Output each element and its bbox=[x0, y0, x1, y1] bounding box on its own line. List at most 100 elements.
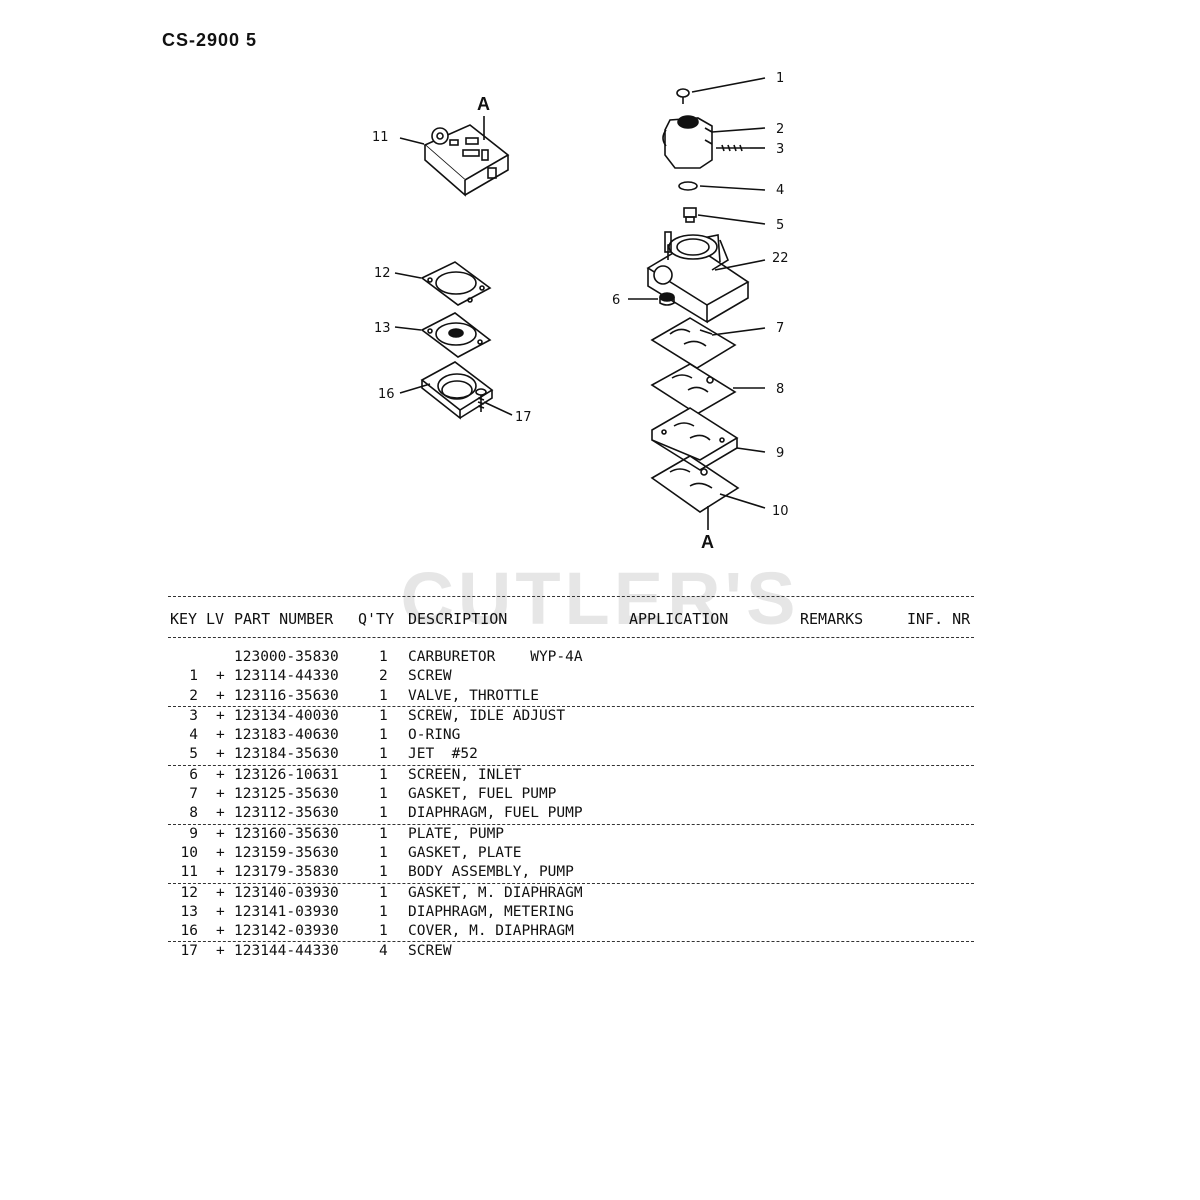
table-row: 13 + 123141-03930 1 DIAPHRAGM, METERING bbox=[168, 903, 974, 922]
cell-part-number: 123141-03930 bbox=[234, 903, 339, 920]
header-part-number: PART NUMBER bbox=[234, 610, 334, 628]
table-row: 4 + 123183-40630 1 O-RING bbox=[168, 726, 974, 745]
cell-lv: + bbox=[216, 805, 225, 822]
callout-3: 3 bbox=[776, 142, 784, 157]
cell-part-number: 123112-35630 bbox=[234, 805, 339, 822]
cell-lv: + bbox=[216, 943, 225, 960]
table-row: 6 + 123126-10631 1 SCREEN, INLET bbox=[168, 766, 974, 785]
cell-qty: 1 bbox=[379, 923, 388, 940]
cell-description: GASKET, M. DIAPHRAGM bbox=[408, 884, 583, 901]
callout-7: 7 bbox=[776, 321, 784, 336]
cell-part-number: 123126-10631 bbox=[234, 766, 339, 783]
cell-key: 10 bbox=[180, 844, 198, 861]
cell-qty: 1 bbox=[379, 786, 388, 803]
part-2-throttle-valve bbox=[662, 115, 713, 169]
cell-qty: 1 bbox=[379, 687, 388, 704]
part-16-cover bbox=[420, 361, 494, 420]
table-row: 12 + 123140-03930 1 GASKET, M. DIAPHRAGM bbox=[168, 884, 974, 903]
part-22-carburetor-body bbox=[646, 231, 750, 324]
cell-lv: + bbox=[216, 923, 225, 940]
cell-qty: 4 bbox=[379, 943, 388, 960]
callout-17: 17 bbox=[515, 410, 532, 425]
cell-description: SCREW bbox=[408, 943, 452, 960]
cell-description: BODY ASSEMBLY, PUMP bbox=[408, 864, 574, 881]
cell-key: 6 bbox=[189, 766, 198, 783]
table-row: 1 + 123114-44330 2 SCREW bbox=[168, 667, 974, 686]
cell-description: VALVE, THROTTLE bbox=[408, 687, 539, 704]
cell-key: 1 bbox=[189, 668, 198, 685]
callout-6: 6 bbox=[612, 293, 620, 308]
header-qty: Q'TY bbox=[358, 610, 395, 628]
exploded-parts-diagram: 1 2 3 4 5 22 6 7 8 9 10 11 12 13 16 17 A… bbox=[372, 71, 789, 552]
cell-qty: 1 bbox=[379, 884, 388, 901]
cell-lv: + bbox=[216, 746, 225, 763]
part-12-gasket bbox=[420, 261, 492, 306]
parts-table: KEY LV PART NUMBER Q'TY DESCRIPTION APPL… bbox=[168, 596, 974, 962]
cell-qty: 1 bbox=[379, 727, 388, 744]
cell-part-number: 123159-35630 bbox=[234, 844, 339, 861]
cell-lv: + bbox=[216, 687, 225, 704]
cell-part-number: 123144-44330 bbox=[234, 943, 339, 960]
cell-key: 13 bbox=[180, 903, 198, 920]
cell-lv: + bbox=[216, 864, 225, 881]
cell-part-number: 123160-35630 bbox=[234, 825, 339, 842]
cell-lv: + bbox=[216, 884, 225, 901]
page-title: CS-2900 5 bbox=[162, 30, 258, 50]
ref-letter-a-top: A bbox=[477, 94, 490, 114]
table-row: 2 + 123116-35630 1 VALVE, THROTTLE bbox=[168, 687, 974, 707]
cell-key: 12 bbox=[180, 884, 198, 901]
table-row: 123000-35830 1 CARBURETOR WYP-4A bbox=[168, 648, 974, 667]
cell-lv: + bbox=[216, 903, 225, 920]
cell-key: 5 bbox=[189, 746, 198, 763]
callout-1: 1 bbox=[776, 71, 784, 86]
table-header-rule bbox=[168, 637, 974, 638]
cell-description: SCREEN, INLET bbox=[408, 766, 522, 783]
table-row: 9 + 123160-35630 1 PLATE, PUMP bbox=[168, 825, 974, 844]
cell-qty: 1 bbox=[379, 903, 388, 920]
cell-part-number: 123184-35630 bbox=[234, 746, 339, 763]
cell-part-number: 123114-44330 bbox=[234, 668, 339, 685]
cell-qty: 1 bbox=[379, 746, 388, 763]
part-7-fuel-pump-gasket bbox=[650, 317, 737, 369]
cell-description: GASKET, PLATE bbox=[408, 844, 522, 861]
table-row: 10 + 123159-35630 1 GASKET, PLATE bbox=[168, 844, 974, 863]
part-6-inlet-screen bbox=[659, 292, 675, 306]
part-11-pump-body bbox=[423, 124, 510, 197]
header-key: KEY bbox=[170, 610, 198, 628]
part-5-jet bbox=[683, 207, 697, 223]
callout-22: 22 bbox=[772, 251, 789, 266]
cell-lv: + bbox=[216, 727, 225, 744]
table-row: 17 + 123144-44330 4 SCREW bbox=[168, 942, 974, 961]
callout-12: 12 bbox=[374, 266, 391, 281]
cell-description: JET #52 bbox=[408, 746, 478, 763]
cell-qty: 1 bbox=[379, 805, 388, 822]
table-top-rule bbox=[168, 596, 974, 597]
table-row: 16 + 123142-03930 1 COVER, M. DIAPHRAGM bbox=[168, 922, 974, 943]
table-row: 8 + 123112-35630 1 DIAPHRAGM, FUEL PUMP bbox=[168, 804, 974, 825]
header-lv: LV bbox=[206, 610, 225, 628]
cell-key: 7 bbox=[189, 786, 198, 803]
part-8-fuel-pump-diaphragm bbox=[650, 363, 737, 415]
cell-lv: + bbox=[216, 825, 225, 842]
part-1-screw bbox=[676, 88, 690, 104]
callout-9: 9 bbox=[776, 446, 784, 461]
cell-description: DIAPHRAGM, METERING bbox=[408, 903, 574, 920]
cell-part-number: 123000-35830 bbox=[234, 649, 339, 665]
cell-part-number: 123125-35630 bbox=[234, 786, 339, 803]
ref-letter-a-bottom: A bbox=[701, 532, 714, 552]
callout-4: 4 bbox=[776, 183, 784, 198]
cell-part-number: 123134-40030 bbox=[234, 707, 339, 724]
header-remarks: REMARKS bbox=[800, 610, 864, 628]
part-3-idle-screw bbox=[716, 144, 750, 152]
cell-description: GASKET, FUEL PUMP bbox=[408, 786, 557, 803]
cell-key: 17 bbox=[180, 943, 198, 960]
cell-key: 4 bbox=[189, 727, 198, 744]
table-row: 5 + 123184-35630 1 JET #52 bbox=[168, 745, 974, 766]
callout-13: 13 bbox=[374, 321, 391, 336]
callout-11: 11 bbox=[372, 130, 389, 145]
cell-qty: 1 bbox=[379, 825, 388, 842]
callout-8: 8 bbox=[776, 382, 784, 397]
cell-lv: + bbox=[216, 844, 225, 861]
callout-5: 5 bbox=[776, 218, 784, 233]
part-10-plate-gasket bbox=[650, 455, 740, 513]
